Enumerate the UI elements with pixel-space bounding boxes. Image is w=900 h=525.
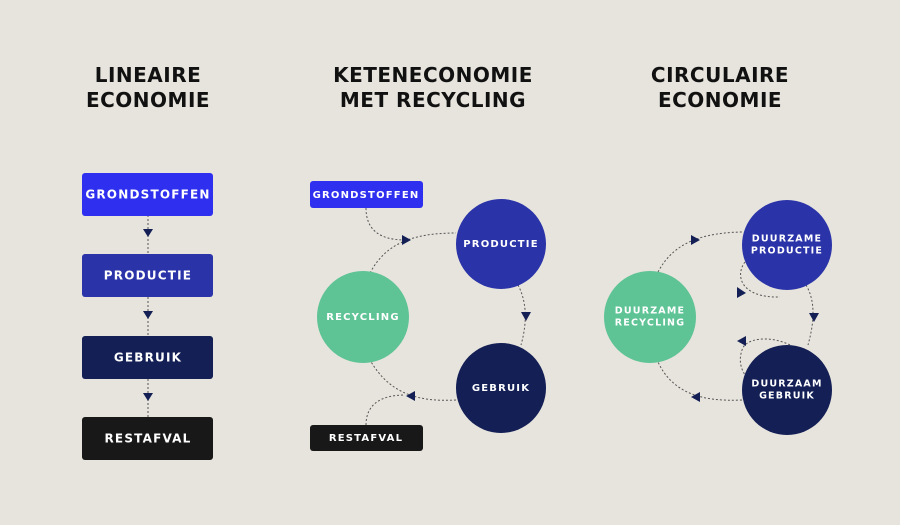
waste-connector bbox=[365, 394, 406, 426]
arrow-left-icon bbox=[737, 336, 746, 346]
recycle-to-production bbox=[369, 232, 457, 274]
circular-economy: CIRCULAIRE ECONOMIE DUURZAME PRODUCTIE D… bbox=[604, 63, 832, 435]
input-connector bbox=[365, 207, 406, 241]
linear-use-box bbox=[82, 336, 213, 379]
arrow-down-icon bbox=[521, 312, 531, 321]
chain-raw-box bbox=[310, 181, 423, 208]
arrow-right-icon bbox=[691, 235, 700, 245]
arrow-left-icon bbox=[406, 391, 415, 401]
circular-title-line2: ECONOMIE bbox=[658, 88, 782, 112]
linear-raw-label: GRONDSTOFFEN bbox=[85, 188, 210, 202]
chain-waste-box bbox=[310, 425, 423, 451]
use-loop bbox=[739, 338, 791, 376]
circular-title-line1: CIRCULAIRE bbox=[651, 63, 789, 87]
arrow-right-icon bbox=[402, 235, 411, 245]
chain-recycling-label: RECYCLING bbox=[326, 312, 400, 323]
production-loop bbox=[740, 261, 781, 298]
use-to-recycle bbox=[657, 361, 743, 401]
linear-waste-box bbox=[82, 417, 213, 460]
chain-title-line2: MET RECYCLING bbox=[340, 88, 526, 112]
circular-use-label-2: GEBRUIK bbox=[759, 391, 815, 402]
circular-use-circle bbox=[742, 345, 832, 435]
chain-waste-label: RESTAFVAL bbox=[329, 433, 403, 444]
linear-raw-box bbox=[82, 173, 213, 216]
arrow-down-icon bbox=[809, 313, 819, 322]
linear-use-label: GEBRUIK bbox=[114, 351, 182, 365]
chain-production-circle bbox=[456, 199, 546, 289]
chain-production-label: PRODUCTIE bbox=[463, 239, 538, 250]
arrow-right-icon bbox=[737, 287, 746, 298]
recycle-to-production bbox=[657, 231, 743, 273]
use-to-recycle bbox=[369, 359, 457, 401]
production-to-use bbox=[805, 284, 814, 346]
arrow-left-icon bbox=[691, 392, 700, 402]
chain-use-circle bbox=[456, 343, 546, 433]
chain-economy: KETENECONOMIE MET RECYCLING GRONDSTOFFEN… bbox=[310, 63, 546, 451]
arrow-down-icon bbox=[143, 229, 153, 401]
chain-title-line1: KETENECONOMIE bbox=[333, 63, 533, 87]
circular-use-label-1: DUURZAAM bbox=[751, 379, 822, 390]
linear-waste-label: RESTAFVAL bbox=[104, 432, 191, 446]
linear-title-line2: ECONOMIE bbox=[86, 88, 210, 112]
chain-recycling-circle bbox=[317, 271, 409, 363]
circular-recycling-label-2: RECYCLING bbox=[615, 318, 685, 329]
linear-economy: LINEAIRE ECONOMIE GRONDSTOFFEN PRODUCTIE… bbox=[82, 63, 213, 460]
chain-raw-label: GRONDSTOFFEN bbox=[313, 190, 420, 201]
circular-production-circle bbox=[742, 200, 832, 290]
linear-production-label: PRODUCTIE bbox=[104, 269, 192, 283]
circular-recycling-circle bbox=[604, 271, 696, 363]
circular-recycling-label-1: DUURZAME bbox=[615, 306, 685, 317]
linear-title-line1: LINEAIRE bbox=[95, 63, 202, 87]
circular-production-label-2: PRODUCTIE bbox=[751, 246, 823, 257]
linear-production-box bbox=[82, 254, 213, 297]
circular-production-label-1: DUURZAME bbox=[752, 234, 822, 245]
production-to-use bbox=[517, 284, 526, 346]
chain-use-label: GEBRUIK bbox=[472, 383, 530, 394]
